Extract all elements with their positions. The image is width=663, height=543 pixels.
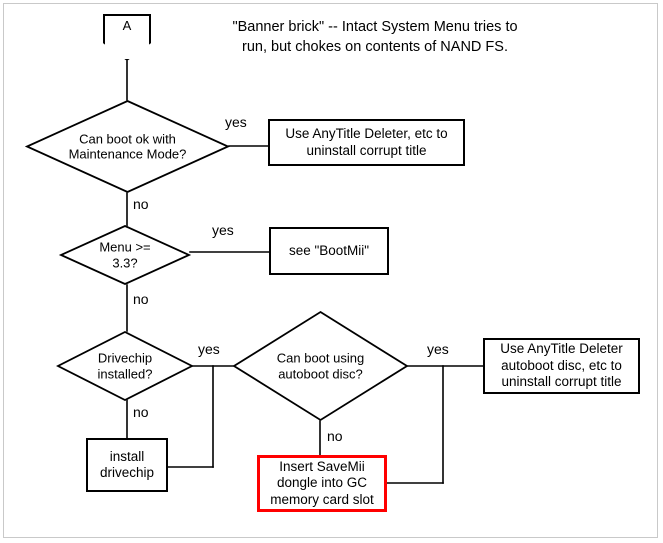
action-install-drivechip[interactable]: install drivechip <box>86 438 169 495</box>
action-insert-savemii-label: Insert SaveMii dongle into GC memory car… <box>270 458 374 507</box>
action-anytitle-autoboot-label: Use AnyTitle Deleter autoboot disc, etc … <box>500 341 623 390</box>
edge-label-menu-no: no <box>133 291 149 307</box>
decision-autoboot-disc[interactable]: Can boot using autoboot disc? <box>232 310 411 426</box>
action-anytitle-deleter[interactable]: Use AnyTitle Deleter, etc to uninstall c… <box>268 119 466 169</box>
edge-label-maintenance-yes: yes <box>225 114 247 130</box>
decision-drivechip-outline <box>56 330 194 402</box>
decision-drivechip-installed[interactable]: Drivechip installed? <box>56 330 196 406</box>
action-bootmii[interactable]: see "BootMii" <box>269 227 390 278</box>
edge-label-maintenance-no: no <box>133 196 149 212</box>
decision-drivechip-label: Drivechip installed? <box>97 350 153 381</box>
action-insert-savemii[interactable]: Insert SaveMii dongle into GC memory car… <box>257 455 387 514</box>
edge-label-autoboot-no: no <box>327 428 343 444</box>
edge-label-autoboot-yes: yes <box>427 341 449 357</box>
decision-autoboot-label: Can boot using autoboot disc? <box>276 350 365 381</box>
decision-maintenance-mode[interactable]: Can boot ok with Maintenance Mode? <box>24 100 232 198</box>
decision-menu-version[interactable]: Menu >= 3.3? <box>58 225 193 290</box>
decision-autoboot-outline <box>232 310 409 422</box>
diagram-title: "Banner brick" -- Intact System Menu tri… <box>232 19 518 55</box>
decision-menu-version-outline <box>58 225 192 285</box>
decision-maintenance-label: Can boot ok with Maintenance Mode? <box>68 130 187 162</box>
action-anytitle-deleter-label: Use AnyTitle Deleter, etc to uninstall c… <box>285 126 448 158</box>
connector-a: A <box>103 14 154 65</box>
action-bootmii-label: see "BootMii" <box>288 242 370 258</box>
decision-menu-version-label: Menu >= 3.3? <box>99 239 151 270</box>
action-anytitle-autoboot[interactable]: Use AnyTitle Deleter autoboot disc, etc … <box>483 338 641 397</box>
edge-label-drivechip-yes: yes <box>198 341 220 357</box>
connector-a-label: A <box>122 18 132 33</box>
edge-label-drivechip-no: no <box>133 404 149 420</box>
edge-label-menu-yes: yes <box>212 222 234 238</box>
action-install-drivechip-label: install drivechip <box>99 448 155 480</box>
decision-maintenance-outline <box>24 100 231 193</box>
